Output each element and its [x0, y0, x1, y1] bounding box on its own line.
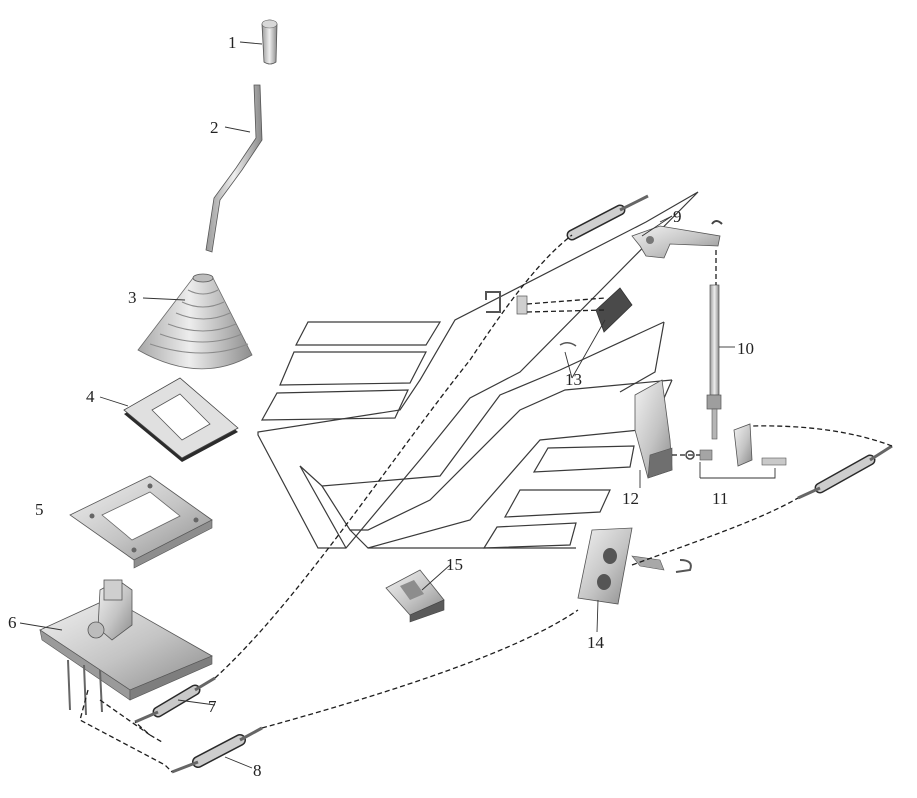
callout-14: 14	[587, 633, 605, 652]
callout-3: 3	[128, 288, 137, 307]
callout-7: 7	[208, 697, 217, 716]
dashed-routing-lines	[79, 234, 893, 773]
callout-1: 1	[228, 33, 237, 52]
callout-10: 10	[737, 339, 754, 358]
part-13-clamp-bracket	[485, 287, 633, 347]
part-2-shift-lever	[205, 84, 263, 253]
part-15-floor-bracket	[385, 569, 445, 623]
callout-5: 5	[35, 500, 44, 519]
part-5-mounting-plate	[69, 475, 213, 569]
part-9-shift-arm	[631, 225, 721, 259]
part-12-support-bracket	[634, 379, 673, 479]
callout-4: 4	[86, 387, 95, 406]
callout-9: 9	[673, 207, 682, 226]
callout-6: 6	[8, 613, 17, 632]
callout-8: 8	[253, 761, 262, 780]
callout-12: 12	[622, 489, 639, 508]
part-6-shifter-base	[39, 579, 213, 716]
callout-13: 13	[565, 370, 582, 389]
part-8-shift-cable	[171, 726, 263, 774]
part-11-pivot-bracket	[685, 423, 787, 467]
callout-15: 15	[446, 555, 463, 574]
part-7-shift-cable	[134, 676, 216, 724]
cab-outline	[257, 191, 699, 549]
callout-11: 11	[712, 489, 728, 508]
right-cable-segment	[797, 444, 893, 500]
part-10-shift-rod	[706, 220, 723, 440]
part-1-shift-knob	[261, 19, 278, 65]
upper-cable-segment	[566, 194, 649, 241]
leader-lines	[19, 41, 776, 769]
part-14-cable-bracket	[577, 527, 692, 605]
part-3-rubber-boot	[137, 273, 253, 370]
callout-2: 2	[210, 118, 219, 137]
part-4-boot-frame	[123, 377, 239, 462]
